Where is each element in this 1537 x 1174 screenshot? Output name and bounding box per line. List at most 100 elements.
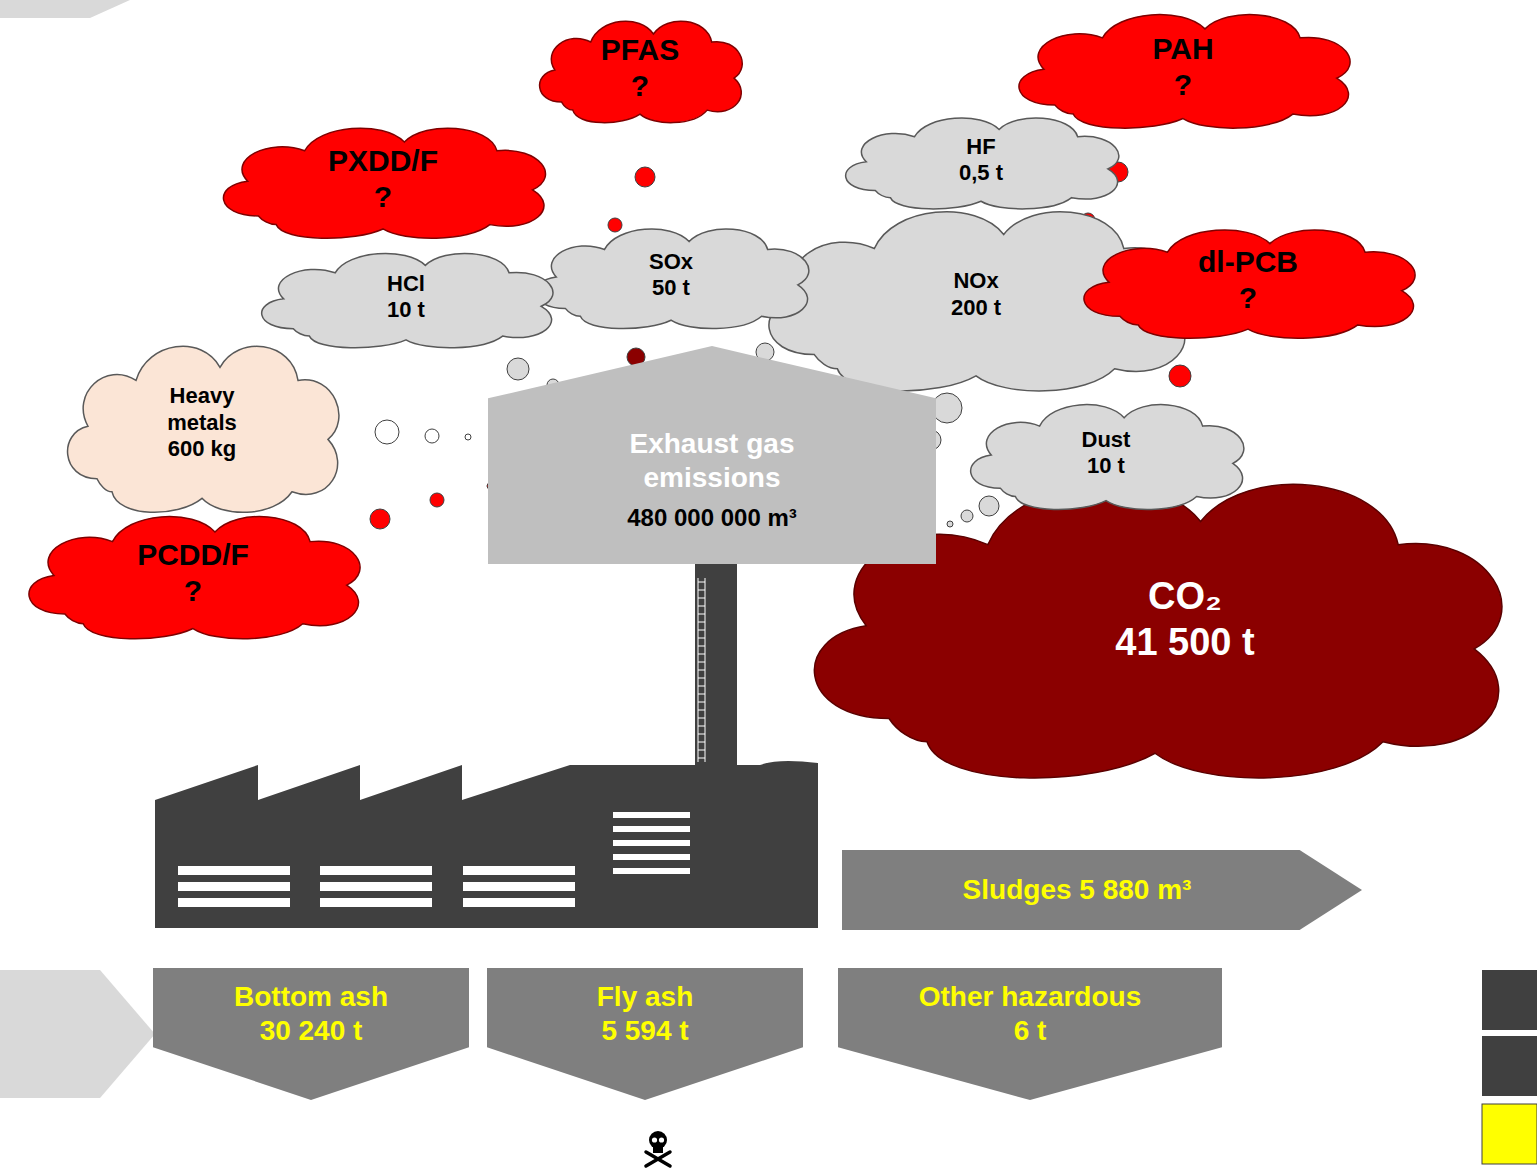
ladder-rung [698, 670, 705, 671]
ladder-rung [698, 638, 705, 639]
waste-arrow: Sludges 5 880 m³ [842, 850, 1362, 930]
node-value: 5 594 t [601, 1014, 688, 1048]
node-heading: Bottom ash [234, 980, 388, 1014]
node-value: ? [184, 573, 202, 609]
pollutant-cloud: SOx50 t [520, 218, 822, 332]
node-value: 200 t [951, 295, 1001, 321]
shape-fill [540, 21, 743, 122]
bubble [608, 218, 622, 232]
ladder-rung [698, 654, 705, 655]
ladder-rung [698, 598, 705, 599]
shape-fill [262, 253, 553, 347]
pollutant-cloud: PFAS? [528, 10, 752, 126]
shape-fill [846, 118, 1119, 209]
ladder-rung [698, 614, 705, 615]
ladder-rung [698, 582, 705, 583]
window [320, 882, 432, 891]
shape-outline [10, 503, 376, 643]
ladder-rung [698, 742, 705, 743]
pollutant-cloud: PCDD/F? [10, 503, 376, 643]
node-content: PXDD/F? [205, 116, 561, 242]
waste-arrow: Other hazardous6 t [838, 968, 1222, 1100]
node-heading: Dust [1082, 427, 1131, 453]
shape-outline [1065, 218, 1431, 342]
window [613, 840, 690, 846]
shape-outline [205, 116, 561, 242]
window [613, 868, 690, 874]
node-value: 0,5 t [959, 160, 1003, 186]
ladder-rung [698, 734, 705, 735]
node-content: Fly ash5 594 t [487, 968, 803, 1100]
shape-fill [223, 128, 545, 238]
bubble [979, 496, 999, 516]
bubble [375, 420, 399, 444]
node-value: 480 000 000 m³ [627, 504, 796, 533]
node-content: Bottom ash30 240 t [153, 968, 469, 1100]
pollutant-cloud: HCl10 t [245, 243, 567, 351]
pollutant-cloud: NOx200 t [745, 192, 1207, 397]
ladder-rung [698, 702, 705, 703]
node-heading: PAH [1152, 31, 1213, 67]
bubble [465, 434, 471, 440]
node-value: ? [1239, 280, 1257, 316]
bubble [430, 493, 444, 507]
window [463, 866, 575, 875]
bubble [635, 167, 655, 187]
node-content: HCl10 t [245, 243, 567, 351]
node-content: HF0,5 t [830, 108, 1132, 212]
window [178, 866, 290, 875]
node-heading: Fly ash [597, 980, 693, 1014]
ladder-rung [698, 590, 705, 591]
node-heading: Other hazardous [919, 980, 1141, 1014]
ladder-rung [698, 726, 705, 727]
node-heading: NOx [953, 268, 998, 294]
shape-outline [1000, 2, 1366, 132]
node-heading: Exhaust gas emissions [592, 427, 832, 494]
node-value: 10 t [1087, 453, 1125, 479]
window [463, 898, 575, 907]
skull-symbol [646, 1131, 670, 1166]
ladder-rung [698, 686, 705, 687]
node-heading: dl-PCB [1198, 244, 1298, 280]
node-heading: PCDD/F [137, 537, 249, 573]
pollutant-cloud: PXDD/F? [205, 116, 561, 242]
shape-fill [1019, 15, 1350, 129]
node-content: NOx200 t [745, 192, 1207, 397]
shape-fill [536, 229, 809, 329]
shape-fill [68, 346, 339, 512]
node-content: SOx50 t [520, 218, 822, 332]
shape-fill [1084, 230, 1415, 338]
ladder-rung [698, 678, 705, 679]
ladder-rung [698, 758, 705, 759]
node-value: 6 t [1014, 1014, 1047, 1048]
node-value: 600 kg [168, 436, 237, 462]
waste-arrow: Bottom ash30 240 t [153, 968, 469, 1100]
ladder-rung [698, 646, 705, 647]
shape-fill [153, 968, 469, 1100]
ladder-rung [698, 622, 705, 623]
shape-fill [971, 405, 1244, 510]
bubble [370, 509, 390, 529]
factory-windows [178, 812, 690, 907]
node-content: Exhaust gas emissions 480 000 000 m³ [488, 346, 936, 564]
ladder-rung [698, 694, 705, 695]
bubble [947, 521, 953, 527]
bubble [1169, 365, 1191, 387]
shape-fill [487, 968, 803, 1100]
corner-band [0, 0, 130, 18]
ladder-rung [698, 750, 705, 751]
node-content: Dust10 t [955, 393, 1257, 513]
node-content: dl-PCB? [1065, 218, 1431, 342]
window [613, 812, 690, 818]
node-content: PAH? [1000, 2, 1366, 132]
ladder-rung [698, 606, 705, 607]
bubble [932, 393, 962, 423]
side-block [1482, 970, 1537, 1030]
window [320, 898, 432, 907]
node-heading: PFAS [601, 32, 679, 68]
window [320, 866, 432, 875]
emissions-house: Exhaust gas emissions 480 000 000 m³ [488, 346, 936, 564]
node-heading: Heavy metals [142, 383, 262, 436]
window [178, 882, 290, 891]
